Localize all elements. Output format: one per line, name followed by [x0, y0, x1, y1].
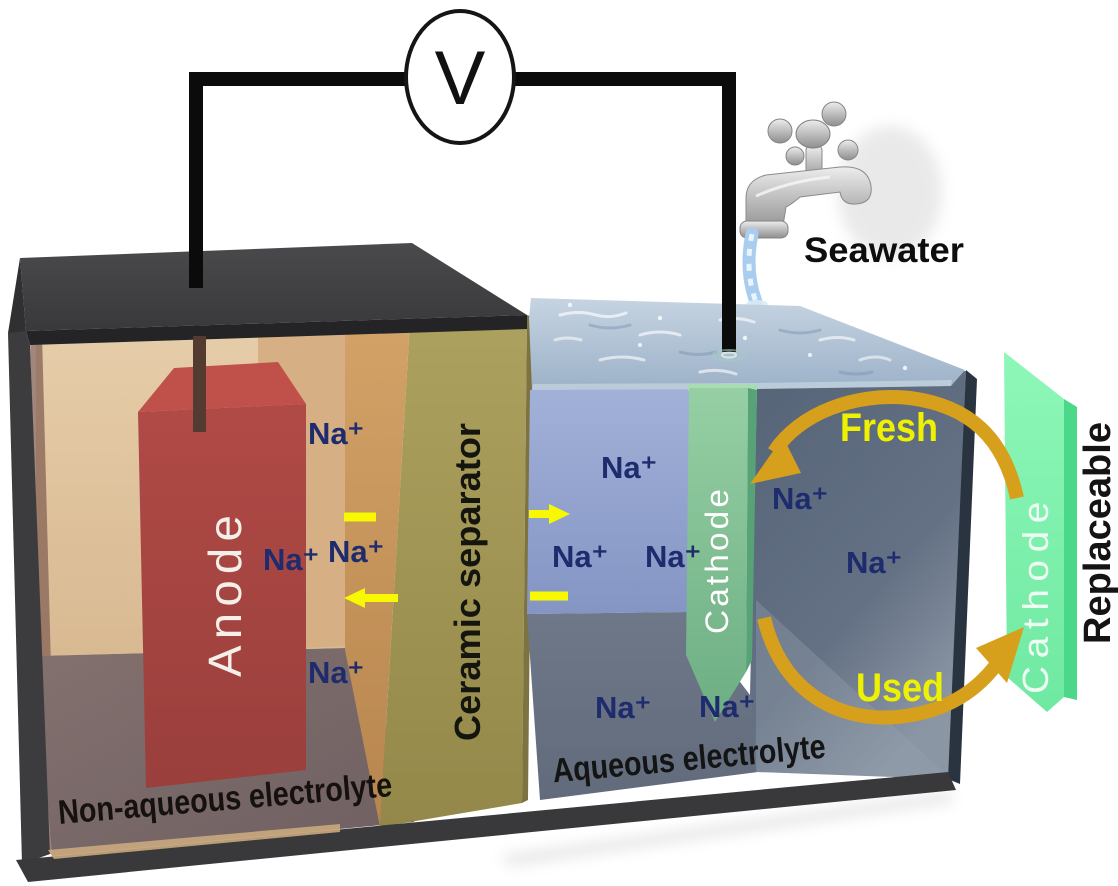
anode-block-top: [138, 362, 306, 412]
na-ion-label: Na⁺: [846, 545, 902, 580]
voltmeter: [404, 9, 516, 145]
voltmeter-label: V: [435, 36, 486, 121]
faucet-shadow: [838, 126, 942, 258]
aqueous-back-wall: [527, 388, 692, 614]
anode-lead: [193, 336, 206, 432]
na-ion-label: Na⁺: [595, 690, 651, 725]
used-arrow-head: [976, 627, 1024, 683]
water-sparkles: [553, 302, 908, 376]
yellow-arrow-right-head: [549, 504, 570, 524]
ion-labels: Na⁺ Na⁺ Na⁺ Na⁺ Na⁺ Na⁺ Na⁺ Na⁺ Na⁺ Na⁺ …: [263, 416, 902, 725]
inner-wall: [345, 322, 410, 827]
anode-label: Anode: [199, 509, 251, 677]
wire-left: [189, 72, 406, 288]
box-right-edge: [948, 370, 977, 784]
na-ion-label: Na⁺: [308, 416, 364, 451]
bottom-frame-tan-strip: [48, 824, 340, 859]
na-ion-label: Na⁺: [601, 450, 657, 485]
ceramic-separator-face: [380, 315, 527, 827]
exchange-arrows: [750, 390, 1024, 725]
used-label: Used: [856, 666, 944, 710]
wire-ripple-inner: [721, 351, 737, 359]
left-wall: [8, 331, 50, 864]
battery-box: [8, 243, 977, 882]
cathode-plate: [686, 388, 748, 722]
wire-right: [514, 72, 736, 352]
seawater-label: Seawater: [804, 231, 964, 270]
bottom-frame: [16, 772, 956, 882]
water-surface: [529, 298, 965, 390]
lid: [20, 243, 527, 331]
fresh-arrow: [768, 390, 1024, 500]
na-ion-label: Na⁺: [645, 539, 701, 574]
ion-flow-arrows: [344, 504, 570, 608]
na-ion-label: Na⁺: [328, 534, 384, 569]
water-stream: [742, 227, 768, 309]
cathode-label: Cathode: [699, 486, 735, 634]
replaceable-cathode-plate: [1004, 352, 1064, 712]
box-front-face: [750, 371, 966, 779]
box-front-face-sheen: [756, 600, 950, 778]
na-ion-label: Na⁺: [552, 539, 608, 574]
na-ion-label: Na⁺: [772, 481, 828, 516]
anode-block: [138, 404, 306, 788]
circuit: V: [189, 9, 746, 361]
lid-front-edge: [26, 315, 527, 345]
na-ion-label: Na⁺: [308, 655, 364, 690]
replaceable-cathode-label: Cathode: [1015, 494, 1056, 694]
used-arrow: [757, 616, 1002, 725]
wire-ripple-outer: [712, 349, 746, 361]
cathode-plate-side: [746, 388, 757, 672]
na-ion-label: Na⁺: [263, 542, 319, 577]
na-ion-label: Na⁺: [699, 689, 755, 724]
bottom-shadow: [500, 792, 954, 866]
replaceable-cathode: [1004, 352, 1077, 712]
yellow-arrow-left-head: [344, 588, 365, 608]
lid-left-edge: [8, 258, 26, 344]
fresh-arrow-head: [750, 437, 801, 484]
separator-label: Ceramic separator: [447, 423, 488, 741]
replaceable-cathode-plate-side: [1064, 399, 1077, 700]
replaceable-label: Replaceable: [1077, 422, 1118, 644]
fresh-label: Fresh: [840, 406, 938, 450]
